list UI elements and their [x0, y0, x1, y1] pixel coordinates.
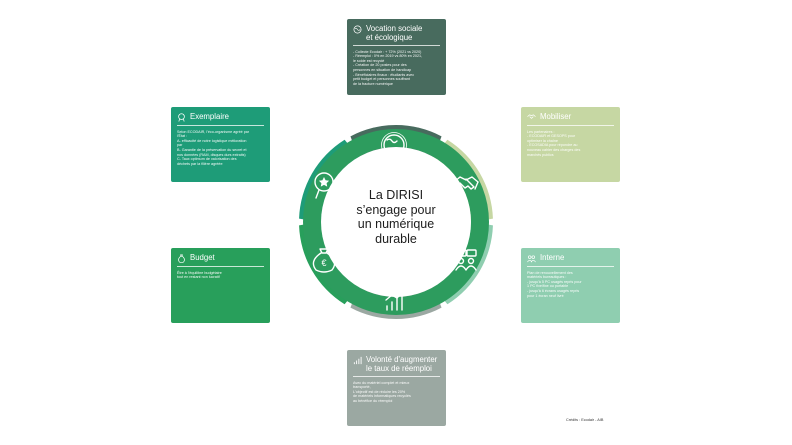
handshake-icon: [527, 114, 536, 119]
award-icon: [178, 113, 185, 122]
people-icon: [455, 249, 477, 271]
card-body: Les partenaires : - ECODAIR et GESOPS po…: [527, 129, 581, 157]
center-title: La DIRISI s’engage pour un numérique dur…: [332, 188, 460, 246]
card-title: Mobiliser: [540, 112, 572, 121]
money-bag-icon: [178, 254, 185, 263]
card-divider: [527, 125, 614, 126]
people-icon: [527, 255, 536, 263]
card-vocation: Vocation sociale et écologique - Collect…: [347, 19, 446, 95]
card-body: Avec du matériel complet et mieux transp…: [353, 380, 411, 403]
card-title: Vocation sociale et écologique: [366, 24, 423, 42]
center-line: durable: [375, 231, 417, 246]
svg-text:€: €: [321, 258, 326, 268]
card-divider: [177, 266, 264, 267]
award-icon: [314, 172, 334, 199]
card-interne: Interne Plan de renouvellement des matér…: [521, 248, 620, 323]
card-volonte: Volonté d'augmenter le taux de réemploi …: [347, 350, 446, 426]
card-title: Interne: [540, 253, 565, 262]
credits: Crédits : Ecodair - AIB: [566, 418, 604, 422]
card-body: - Collecte Ecodair : + 72% (2021 vs 2020…: [353, 49, 423, 86]
card-body: Être à l'équilibre budgétaire tout en re…: [177, 270, 222, 280]
card-title: Budget: [190, 253, 215, 262]
card-title: Volonté d'augmenter le taux de réemploi: [366, 355, 438, 373]
card-mobiliser: Mobiliser Les partenaires : - ECODAIR et…: [521, 107, 620, 182]
card-body: Selon ECODAIR, l'éco-organisme agréé par…: [177, 129, 250, 166]
card-budget: Budget Être à l'équilibre budgétaire tou…: [171, 248, 270, 323]
globe-icon: [381, 132, 407, 158]
center-line: un numérique: [357, 217, 435, 231]
handshake-icon: [453, 176, 479, 190]
money-bag-icon: €: [312, 248, 336, 273]
card-exemplaire: Exemplaire Selon ECODAIR, l'éco-organism…: [171, 107, 270, 182]
card-title: Exemplaire: [190, 112, 229, 121]
center-disc: [321, 147, 471, 297]
bar-chart-icon: [385, 288, 406, 311]
globe-icon: [353, 25, 362, 34]
inner-ring: [303, 129, 489, 315]
card-divider: [177, 125, 264, 126]
center-line: La DIRISI: [368, 188, 424, 202]
bar-chart-icon: [353, 356, 362, 365]
card-divider: [527, 266, 614, 267]
card-body: Plan de renouvellement des matériels bur…: [527, 270, 582, 298]
card-divider: [353, 376, 440, 377]
card-divider: [353, 45, 440, 46]
center-line: s’engage pour: [356, 202, 436, 217]
